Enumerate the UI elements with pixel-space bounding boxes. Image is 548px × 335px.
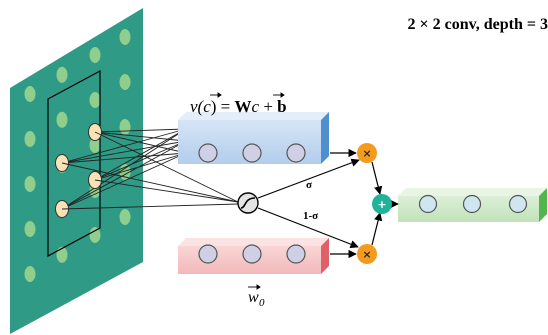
layer-neuron xyxy=(286,143,306,163)
output-neuron xyxy=(508,194,528,214)
plate-dot xyxy=(119,29,131,45)
multiply-bottom-symbol: × xyxy=(362,248,371,261)
connection-line xyxy=(61,152,187,210)
w0-label: w xyxy=(248,289,259,306)
output-neuron xyxy=(418,194,438,214)
multiply-node-top: × xyxy=(357,143,377,163)
formula-vector-arrows xyxy=(210,92,285,98)
feature-map-plate xyxy=(10,8,143,334)
arrow-sigmoid-to-mult-top xyxy=(257,158,360,199)
layer-neuron xyxy=(286,244,306,264)
formula-bias: b xyxy=(277,97,286,116)
plate-dot xyxy=(119,74,131,90)
output-neurons xyxy=(418,194,528,214)
plate-dot xyxy=(56,246,68,263)
arrow-mult-top-to-add xyxy=(371,161,383,195)
multiply-top-symbol: × xyxy=(362,147,371,160)
connection-line xyxy=(94,128,187,133)
w0-base: w xyxy=(248,289,259,306)
plate-dot xyxy=(89,137,101,153)
plate-dot xyxy=(56,66,68,83)
plate-dot xyxy=(89,92,101,108)
w0-vector-arrow xyxy=(248,284,261,290)
output-neuron xyxy=(462,194,482,214)
receptive-field-connections xyxy=(61,128,187,210)
formula-c2: c xyxy=(252,97,260,116)
plate-dot xyxy=(24,176,36,192)
conv-output-neurons xyxy=(198,143,306,163)
plate-dot xyxy=(24,131,36,147)
plate-dot xyxy=(24,266,36,282)
layer-neuron xyxy=(242,143,262,163)
formula-c: c xyxy=(203,97,211,116)
sigmoid-node xyxy=(237,192,259,214)
plate-dot xyxy=(56,111,68,128)
gate-input-lines xyxy=(61,131,239,210)
arrow-mult-bottom-to-add xyxy=(371,212,383,246)
plate-dot xyxy=(89,227,101,243)
connection-line xyxy=(61,128,187,210)
connection-line xyxy=(94,152,187,181)
formula-plus: + xyxy=(259,97,277,116)
layer-neuron xyxy=(198,143,218,163)
multiply-node-bottom: × xyxy=(357,244,377,264)
w0-subscript: 0 xyxy=(259,297,265,309)
plate-dot xyxy=(24,86,36,102)
one-minus-sigma-label: 1-σ xyxy=(303,210,318,222)
arrow-sigmoid-to-mult-bottom xyxy=(257,207,359,249)
sigmoid-icon xyxy=(240,197,256,209)
formula-lhs: v( xyxy=(190,97,205,116)
flow-arrows xyxy=(257,148,399,259)
layer-neuron xyxy=(242,244,262,264)
add-symbol: + xyxy=(377,198,386,211)
plate-dot xyxy=(24,221,36,237)
sigma-label: σ xyxy=(306,179,312,191)
connection-line xyxy=(94,131,187,142)
w0-neurons xyxy=(198,244,306,264)
formula-weight: W xyxy=(235,97,252,116)
connection-line xyxy=(61,140,187,210)
add-node: + xyxy=(372,194,392,214)
formula-mid: ) = xyxy=(211,97,235,116)
plate-dot xyxy=(89,47,101,63)
receptive-field-window xyxy=(47,69,101,258)
connection-line xyxy=(61,152,187,164)
formula: v(c) = Wc + b xyxy=(190,97,287,116)
diagram-title: 2 × 2 conv, depth = 3 xyxy=(408,16,548,33)
layer-neuron xyxy=(198,244,218,264)
plate-dot xyxy=(119,209,131,225)
plate-dot xyxy=(119,119,131,135)
connection-line xyxy=(61,140,187,164)
